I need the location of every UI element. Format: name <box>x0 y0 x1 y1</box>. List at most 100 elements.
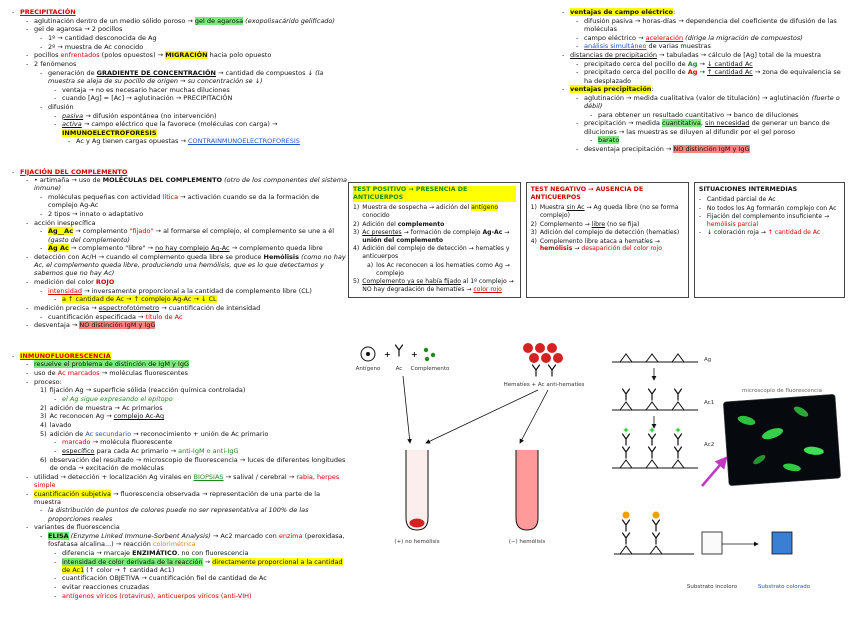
well-colorless <box>701 531 723 555</box>
note-line: -proceso: <box>26 377 62 386</box>
section-inmunofluorescencia: -INMUNOFLUORESCENCIA-resuelve el problem… <box>12 351 348 600</box>
note-line: -la distribución de puntos de colores pu… <box>40 506 309 523</box>
bullet-marker: - <box>40 286 43 295</box>
fluorescence-micrograph <box>723 394 841 486</box>
bullet-marker: - <box>54 94 57 103</box>
bullet-marker: - <box>54 438 57 447</box>
note-line: -intensidad → inversamente proporcional … <box>40 286 312 295</box>
enzyme-icon <box>652 511 660 519</box>
note-line: -precipitado cerca del pocillo de Ag → ↓… <box>576 59 753 68</box>
bullet-marker: - <box>26 472 29 481</box>
note-line: 2)adición de muestra → Ac primarios <box>40 403 163 412</box>
note-line: -No todos los Ag formarán complejo con A… <box>698 204 837 212</box>
well-colored <box>771 531 793 555</box>
note-line: -aglutinación dentro de un medio sólido … <box>26 16 335 25</box>
svg-text:Hematíes + Ac anti-hematíes: Hematíes + Ac anti-hematíes <box>504 381 585 388</box>
svg-text:Substrato incoloro: Substrato incoloro <box>687 584 738 590</box>
bullet-marker: - <box>54 85 57 94</box>
note-line: -PRECIPITACIÓN <box>12 8 76 16</box>
note-line: 5)Complemento ya se había fijado al 1º c… <box>353 278 514 294</box>
note-line: -uso de Ac marcados → moléculas fluoresc… <box>26 368 188 377</box>
bullet-marker: - <box>576 68 579 77</box>
bullet-marker: - <box>12 351 15 360</box>
bullet-marker: - <box>576 93 579 102</box>
note-line: -pocillos enfrentados (polos opuestos) →… <box>26 51 272 60</box>
note-line: -↓ coloración roja → ↑ cantidad de Ac <box>698 229 821 237</box>
bullet-marker: - <box>54 395 57 403</box>
immunofluorescence-diagram: Ag Ac1 Ac2 <box>612 353 841 590</box>
box-title-situaciones: SITUACIONES INTERMEDIAS <box>698 186 798 193</box>
bullet-marker: - <box>54 295 57 304</box>
bullet-marker: - <box>698 213 702 221</box>
note-line: -• artimaña → uso de MOLÉCULAS DEL COMPL… <box>26 176 348 193</box>
magenta-arrow <box>701 456 728 487</box>
note-line: 4)Adición del complejo de detección → he… <box>353 245 510 261</box>
box-title-test-positivo: TEST POSITIVO → PRESENCIA DE ANTICUERPOS <box>353 186 516 203</box>
note-line: 1)Muestra de sospecha → adición del antí… <box>353 204 499 220</box>
bullet-marker: - <box>576 119 579 128</box>
bullet-marker: - <box>562 85 565 94</box>
note-line: -variantes de fluorescencia <box>26 523 120 532</box>
svg-text:Ac: Ac <box>396 366 403 372</box>
svg-text:Ac1: Ac1 <box>704 400 714 406</box>
box-situaciones-intermedias: SITUACIONES INTERMEDIAS -Cantidad parcia… <box>693 182 846 299</box>
note-line: -FIJACIÓN DEL COMPLEMENTO <box>12 167 128 176</box>
bullet-marker: 4) <box>40 421 47 430</box>
bullet-marker: - <box>54 574 57 583</box>
note-line: -cuantificación OBJETIVA → cuantificació… <box>54 574 267 583</box>
bullet-marker: 3) <box>530 229 537 237</box>
bullet-marker: 2) <box>40 403 47 412</box>
if-step-secondary-ab: Ac2 <box>612 427 714 469</box>
bullet-marker: - <box>40 34 43 43</box>
note-line: -barato <box>590 136 620 145</box>
test-boxes: TEST POSITIVO → PRESENCIA DE ANTICUERPOS… <box>348 182 846 299</box>
note-line: -2 fenómenos <box>26 60 77 69</box>
note-line: -2 tipos → innato o adaptativo <box>40 209 144 218</box>
bullet-marker: - <box>40 312 43 321</box>
note-line: -desventaja precipitación → NO distinció… <box>576 145 750 153</box>
note-line: a)los Ac reconocen a los hematíes como A… <box>367 261 510 277</box>
bullet-marker: 6) <box>40 455 47 464</box>
note-line: -marcado → molécula fluorescente <box>54 438 173 447</box>
box-title-test-negativo: TEST NEGATIVO → AUSENCIA DE ANTICUERPOS <box>530 186 644 202</box>
svg-text:Ag: Ag <box>704 357 711 363</box>
notes-page: -PRECIPITACIÓN-aglutinación dentro de un… <box>12 8 846 600</box>
note-line: -difusión pasiva → horas-días → dependen… <box>576 16 837 33</box>
box-body-situaciones: -Cantidad parcial de Ac-No todos los Ag … <box>699 196 840 237</box>
note-line: -específico para cada Ac primario → anti… <box>54 447 239 456</box>
note-line: -desventaja → NO distinción IgM y IgG <box>26 321 156 330</box>
section-precipitacion: -PRECIPITACIÓN-aglutinación dentro de un… <box>12 8 348 146</box>
note-line: -medición del color ROJO <box>26 277 115 286</box>
bullet-marker: - <box>12 167 15 176</box>
bullet-marker: - <box>26 523 29 532</box>
note-line: -distancias de precipitación → tabuladas… <box>562 50 821 59</box>
bullet-marker: - <box>26 60 29 69</box>
note-line: -intensidad de color derivada de la reac… <box>54 557 343 574</box>
note-line: -para obtener un resultado cuantitativo … <box>590 110 799 119</box>
bullet-marker: - <box>698 204 702 212</box>
note-line: -a ↑ cantidad de Ac → ↑ complejo Ag-Ac →… <box>54 295 217 304</box>
bullet-marker: - <box>40 244 43 253</box>
arrow-rbc-to-negative <box>519 389 549 444</box>
note-line: -cuantificación especificada → título de… <box>40 312 183 321</box>
antigen-icon: Antígeno <box>356 346 381 372</box>
bullet-marker: - <box>698 196 702 204</box>
note-line: -difusión <box>40 103 74 112</box>
box-body-test-negativo: 1)Muestra sin Ac → Ag queda libre (no se… <box>531 204 684 253</box>
bullet-marker: - <box>590 136 593 145</box>
note-line: -Cantidad parcial de Ac <box>698 196 776 204</box>
bullet-marker: - <box>26 368 29 377</box>
note-line: -detección con Ac/H → cuando el compleme… <box>26 252 346 278</box>
svg-text:(+) no hemólisis: (+) no hemólisis <box>394 538 439 545</box>
bullet-marker: a) <box>367 261 374 269</box>
bullet-marker: 2) <box>530 220 537 228</box>
note-line: -moléculas pequeñas con actividad lítica… <box>40 193 320 210</box>
bullet-marker: - <box>590 110 593 119</box>
note-line: -activa → campo eléctrico que la favorec… <box>54 120 278 137</box>
note-line: -resuelve el problema de distinción de I… <box>26 360 189 369</box>
left-column: -PRECIPITACIÓN-aglutinación dentro de un… <box>12 8 348 622</box>
note-line: 4)Complemento libre ataca a hematíes → h… <box>530 237 662 253</box>
arrow-rbc-to-positive <box>425 389 539 444</box>
bullet-marker: 1) <box>353 204 360 212</box>
note-line: -precipitado cerca del pocillo de Ag → ↑… <box>576 68 841 85</box>
